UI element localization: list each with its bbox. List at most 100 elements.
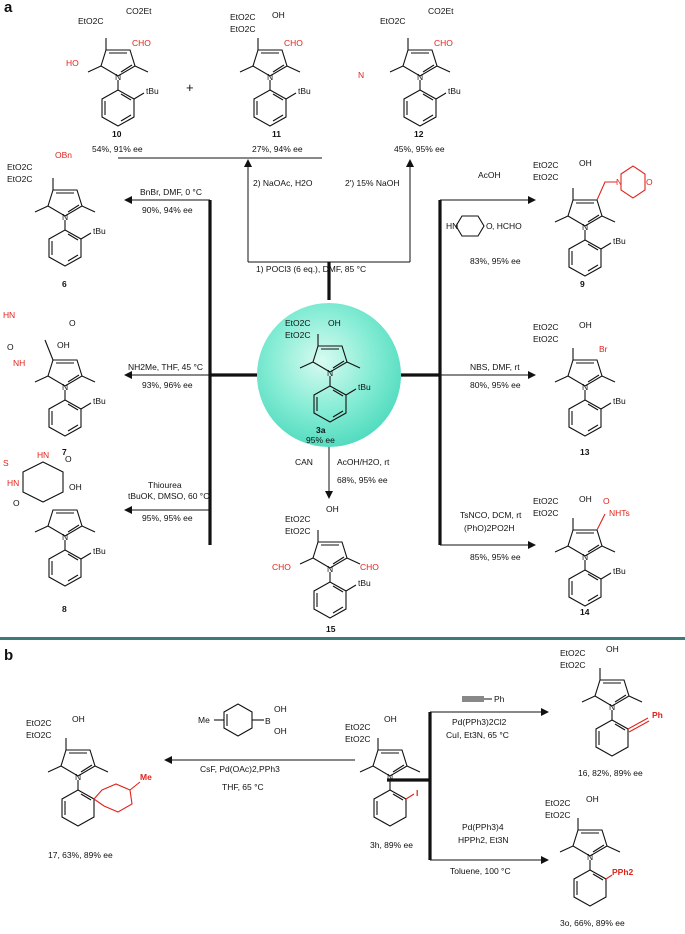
svg-text:N: N [609, 702, 615, 712]
svg-text:NH: NH [13, 358, 25, 368]
svg-text:tBu: tBu [93, 396, 106, 406]
svg-text:CHO: CHO [284, 38, 303, 48]
molecule-7-id: 7 [62, 447, 67, 457]
svg-text:N: N [62, 382, 68, 392]
yield-13: 80%, 95% ee [470, 380, 521, 390]
cond-3o-b: HPPh2, Et3N [458, 835, 509, 845]
svg-text:N: N [587, 852, 593, 862]
svg-text:HN: HN [7, 478, 19, 488]
molecule-11: EtO2C EtO2C OH CHO N tBu [230, 10, 311, 127]
svg-text:N: N [115, 72, 121, 82]
svg-text:EtO2C: EtO2C [285, 514, 311, 524]
svg-text:OBn: OBn [55, 150, 72, 160]
svg-text:OH: OH [326, 504, 339, 514]
top-condition-left: 2) NaOAc, H2O [253, 178, 313, 188]
svg-text:CHO: CHO [360, 562, 379, 572]
svg-text:OH: OH [606, 644, 619, 654]
svg-text:EtO2C: EtO2C [380, 16, 406, 26]
svg-text:OH: OH [274, 726, 287, 736]
top-condition-main: 1) POCl3 (6 eq.), DMF, 85 °C [256, 264, 366, 274]
svg-text:O: O [7, 342, 14, 352]
molecule-14-id: 14 [580, 607, 590, 617]
svg-text:OH: OH [328, 318, 341, 328]
svg-text:tBu: tBu [298, 86, 311, 96]
svg-text:B: B [265, 716, 271, 726]
molecule-13-id: 13 [580, 447, 590, 457]
svg-text:EtO2C: EtO2C [285, 526, 311, 536]
product-16-label: 16, 82%, 89% ee [578, 768, 643, 778]
svg-text:H: H [3, 310, 9, 320]
product-11-yield: 27%, 94% ee [252, 144, 303, 154]
panel-divider [0, 637, 685, 640]
molecule-8-id: 8 [62, 604, 67, 614]
svg-text:N: N [327, 368, 333, 378]
svg-text:OH: OH [57, 340, 70, 350]
svg-text:N: N [358, 70, 364, 80]
molecule-3o: EtO2C EtO2C OH PPh2 N [545, 794, 634, 907]
svg-text:CHO: CHO [434, 38, 453, 48]
svg-text:O: O [69, 318, 76, 328]
svg-text:tBu: tBu [358, 382, 371, 392]
molecule-13: EtO2C EtO2C OH Br N tBu [533, 320, 626, 437]
svg-text:OH: OH [586, 794, 599, 804]
svg-text:EtO2C: EtO2C [545, 810, 571, 820]
product-17-label: 17, 63%, 89% ee [48, 850, 113, 860]
svg-text:EtO2C: EtO2C [533, 172, 559, 182]
svg-text:Me: Me [140, 772, 152, 782]
svg-text:tBu: tBu [613, 236, 626, 246]
svg-text:N: N [387, 772, 393, 782]
panel-b-label: b [4, 647, 13, 664]
start-3h-label: 3h, 89% ee [370, 840, 413, 850]
svg-text:EtO2C: EtO2C [26, 730, 52, 740]
svg-text:EtO2C: EtO2C [7, 162, 33, 172]
svg-text:EtO2C: EtO2C [230, 12, 256, 22]
molecule-12: EtO2C CO2Et CHO N N tBu [358, 6, 461, 127]
svg-text:OH: OH [384, 714, 397, 724]
svg-text:N: N [62, 212, 68, 222]
cond-16a: Pd(PPh3)2Cl2 [452, 717, 507, 727]
svg-text:OH: OH [579, 494, 592, 504]
molecule-8: S H N O HN OH O N tBu [3, 450, 106, 587]
product-10-id: 10 [112, 129, 122, 139]
yield-15: 68%, 95% ee [337, 475, 388, 485]
svg-text:O: O [486, 221, 493, 231]
svg-text:N: N [582, 382, 588, 392]
svg-text:EtO2C: EtO2C [560, 660, 586, 670]
cond-9a: AcOH [478, 170, 501, 180]
svg-text:EtO2C: EtO2C [285, 318, 311, 328]
svg-text:tBu: tBu [358, 578, 371, 588]
molecule-7: H N O O OH NH N tBu [3, 310, 106, 437]
cond-15a: CAN [295, 457, 313, 467]
svg-text:PPh2: PPh2 [612, 867, 634, 877]
molecule-9-id: 9 [580, 279, 585, 289]
svg-text:N: N [267, 72, 273, 82]
top-condition-right: 2') 15% NaOH [345, 178, 400, 188]
svg-text:HN: HN [446, 221, 458, 231]
product-3o-label: 3o, 66%, 89% ee [560, 918, 625, 928]
svg-text:N: N [43, 450, 49, 460]
svg-text:OH: OH [579, 320, 592, 330]
product-12-id: 12 [414, 129, 424, 139]
panel-a-label: a [4, 0, 13, 16]
cond-6: BnBr, DMF, 0 °C [140, 187, 202, 197]
yield-6-8: 95%, 95% ee [142, 513, 193, 523]
svg-text:Ph: Ph [652, 710, 663, 720]
boronic-acid-reagent: Me B OH OH [198, 703, 287, 737]
svg-text:OH: OH [272, 10, 285, 20]
product-12-yield: 45%, 95% ee [394, 144, 445, 154]
svg-text:tBu: tBu [146, 86, 159, 96]
svg-text:EtO2C: EtO2C [345, 722, 371, 732]
svg-text:N: N [417, 72, 423, 82]
svg-text:O: O [13, 498, 20, 508]
yield-6: 90%, 94% ee [142, 205, 193, 215]
svg-text:N: N [9, 310, 15, 320]
svg-text:O: O [646, 177, 653, 187]
molecule-3a: EtO2C EtO2C OH N tBu [285, 318, 371, 423]
svg-text:tBu: tBu [93, 226, 106, 236]
cond-3o-c: Toluene, 100 °C [450, 866, 511, 876]
svg-text:tBu: tBu [613, 396, 626, 406]
yield-14: 85%, 95% ee [470, 552, 521, 562]
plus-sign: + [186, 80, 194, 95]
cond-8b: tBuOK, DMSO, 60 °C [128, 491, 209, 501]
